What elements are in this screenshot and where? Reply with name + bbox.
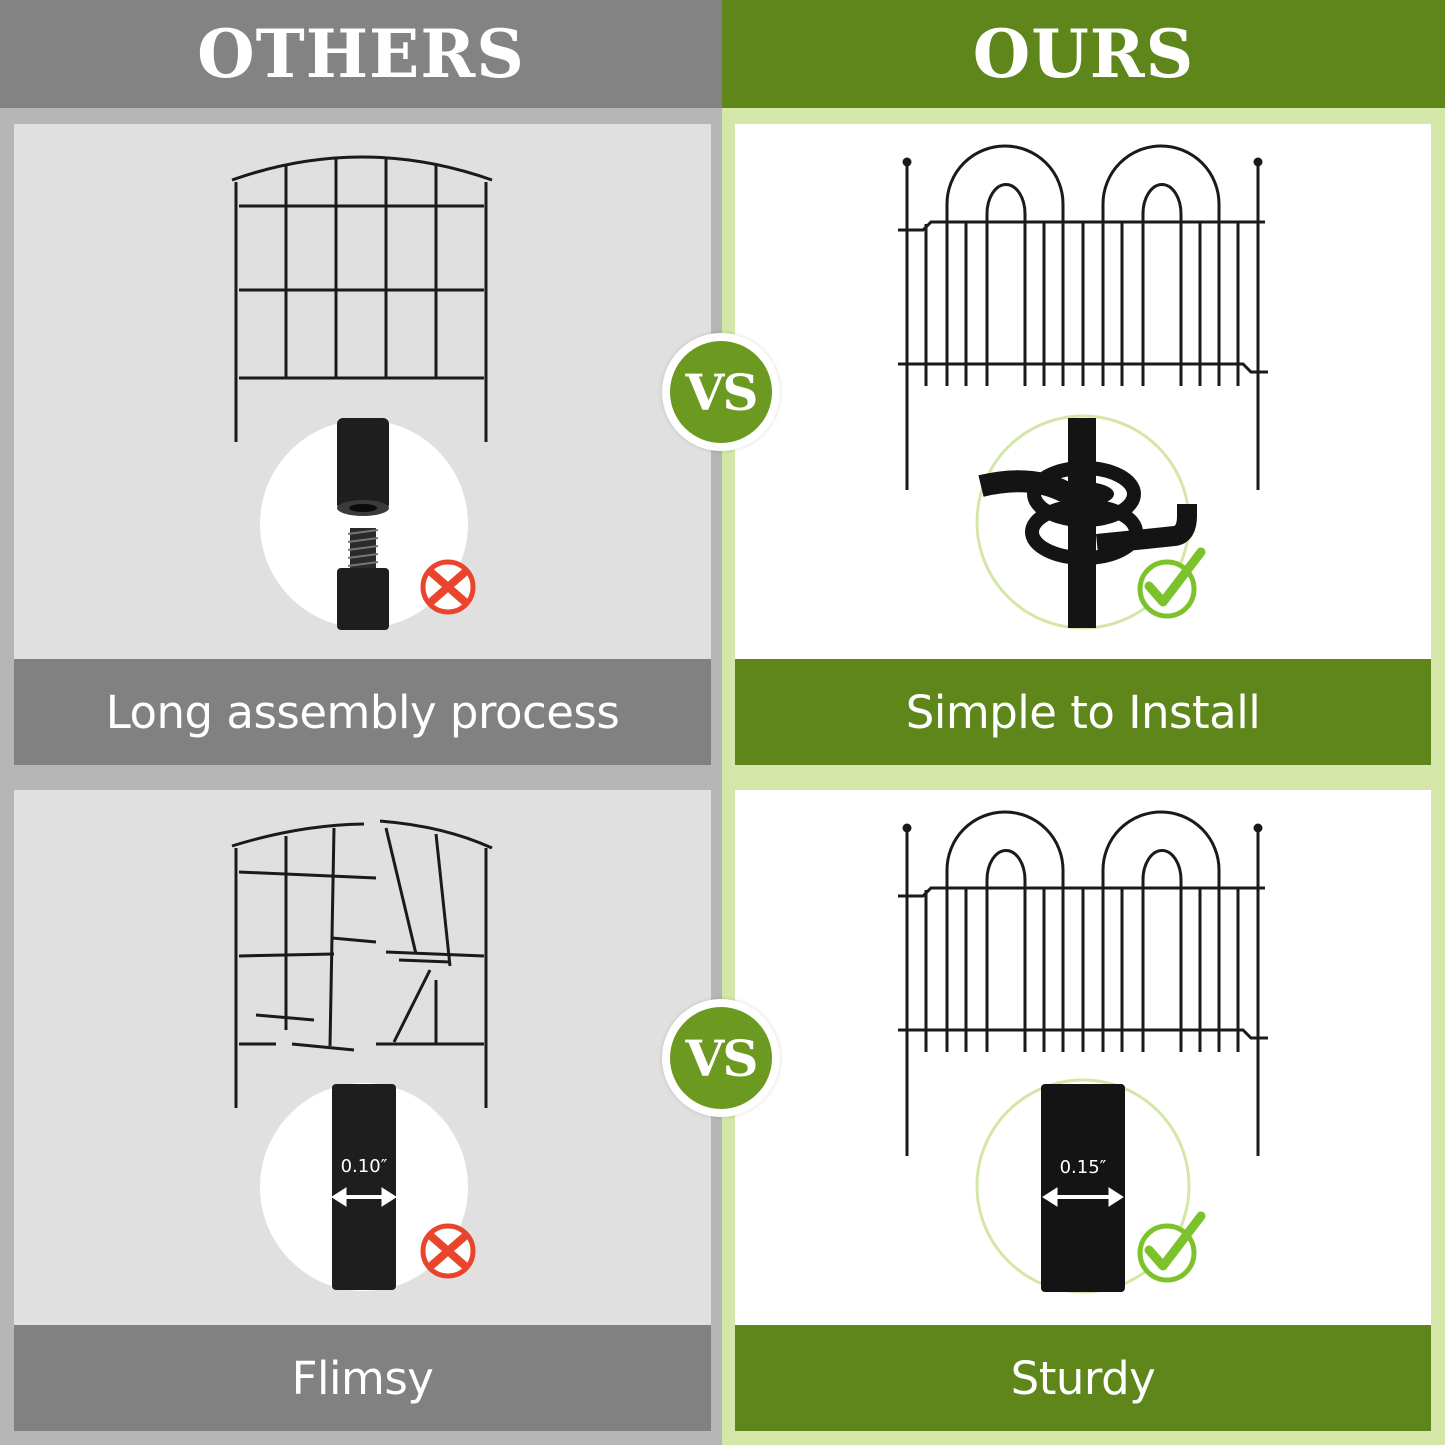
left-thickness-label: 0.10″ (340, 1156, 388, 1177)
vs-badge: VS (662, 999, 780, 1117)
vs-label: VS (670, 341, 772, 443)
check-mark-icon (1137, 1211, 1206, 1283)
cross-mark-icon (420, 1223, 476, 1279)
ours-panel-install: Simple to Install (735, 124, 1431, 765)
ours-column: OURS (722, 0, 1445, 1445)
others-panel-flimsy: 0.10″ Flimsy (14, 790, 711, 1431)
others-caption-assembly: Long assembly process (14, 659, 711, 765)
broken-fence-icon (231, 819, 493, 1108)
ours-caption-sturdy: Sturdy (735, 1325, 1431, 1431)
fence-panel-icon (898, 144, 1268, 490)
others-header: OTHERS (0, 0, 722, 108)
threaded-joint-icon (260, 418, 468, 630)
ours-header: OURS (722, 0, 1445, 108)
check-mark-icon (1137, 547, 1206, 619)
fence-panel-icon (898, 810, 1268, 1156)
right-thickness-label: 0.15″ (1059, 1157, 1107, 1178)
others-caption-flimsy: Flimsy (14, 1325, 711, 1431)
thickness-detail-icon (975, 1078, 1191, 1294)
cross-mark-icon (420, 559, 476, 615)
fence-panel-icon (231, 155, 493, 442)
others-panel-assembly: Long assembly process (14, 124, 711, 765)
others-column: OTHERS (0, 0, 722, 1445)
vs-label: VS (670, 1007, 772, 1109)
vs-badge: VS (662, 333, 780, 451)
ours-panel-sturdy: 0.15″ Sturdy (735, 790, 1431, 1431)
thickness-detail-icon (260, 1083, 468, 1291)
ours-caption-install: Simple to Install (735, 659, 1431, 765)
wire-loop-joint-icon (975, 414, 1197, 630)
